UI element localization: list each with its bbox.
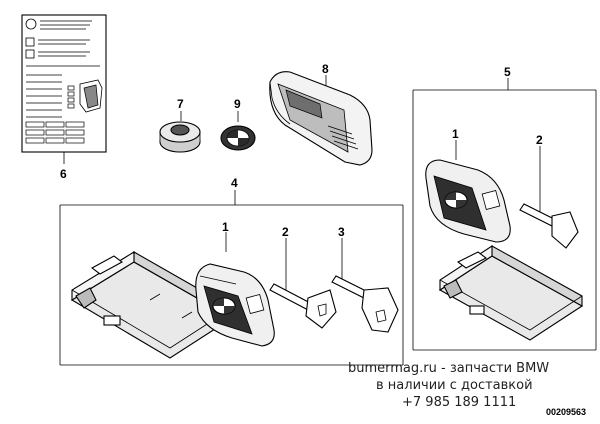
remote-key-1-kit-4 — [195, 232, 275, 347]
emblem-part-9 — [220, 111, 256, 151]
control-module-kit-5 — [438, 244, 584, 341]
kit-5-frame — [412, 78, 597, 351]
callout-1-kit-4: 1 — [222, 220, 229, 234]
callout-1-kit-5: 1 — [452, 127, 459, 141]
callout-4: 4 — [231, 176, 238, 190]
callout-9: 9 — [234, 97, 241, 111]
key-shell-part-8 — [269, 71, 373, 166]
kit-4-frame — [59, 190, 404, 366]
watermark-line-2: в наличии с доставкой — [376, 378, 533, 393]
diagram-reference-number: 00209563 — [546, 407, 586, 417]
callout-2-kit-5: 2 — [536, 133, 543, 147]
callout-8: 8 — [322, 62, 329, 76]
watermark-line-3: +7 985 189 1111 — [402, 395, 516, 410]
callout-5: 5 — [504, 65, 511, 79]
key-blade-2-kit-5 — [519, 146, 579, 249]
battery-part-7 — [159, 111, 201, 153]
callout-2-kit-4: 2 — [282, 225, 289, 239]
callout-3-kit-4: 3 — [338, 225, 345, 239]
watermark-line-1: bumermag.ru - запчасти BMW — [348, 361, 549, 376]
key-blade-2-kit-4 — [269, 238, 337, 329]
key-blade-3-kit-4 — [331, 238, 399, 333]
booklet-part-6 — [21, 14, 107, 164]
remote-key-1-kit-5 — [425, 140, 511, 243]
callout-6: 6 — [60, 167, 67, 181]
callout-7: 7 — [177, 97, 184, 111]
